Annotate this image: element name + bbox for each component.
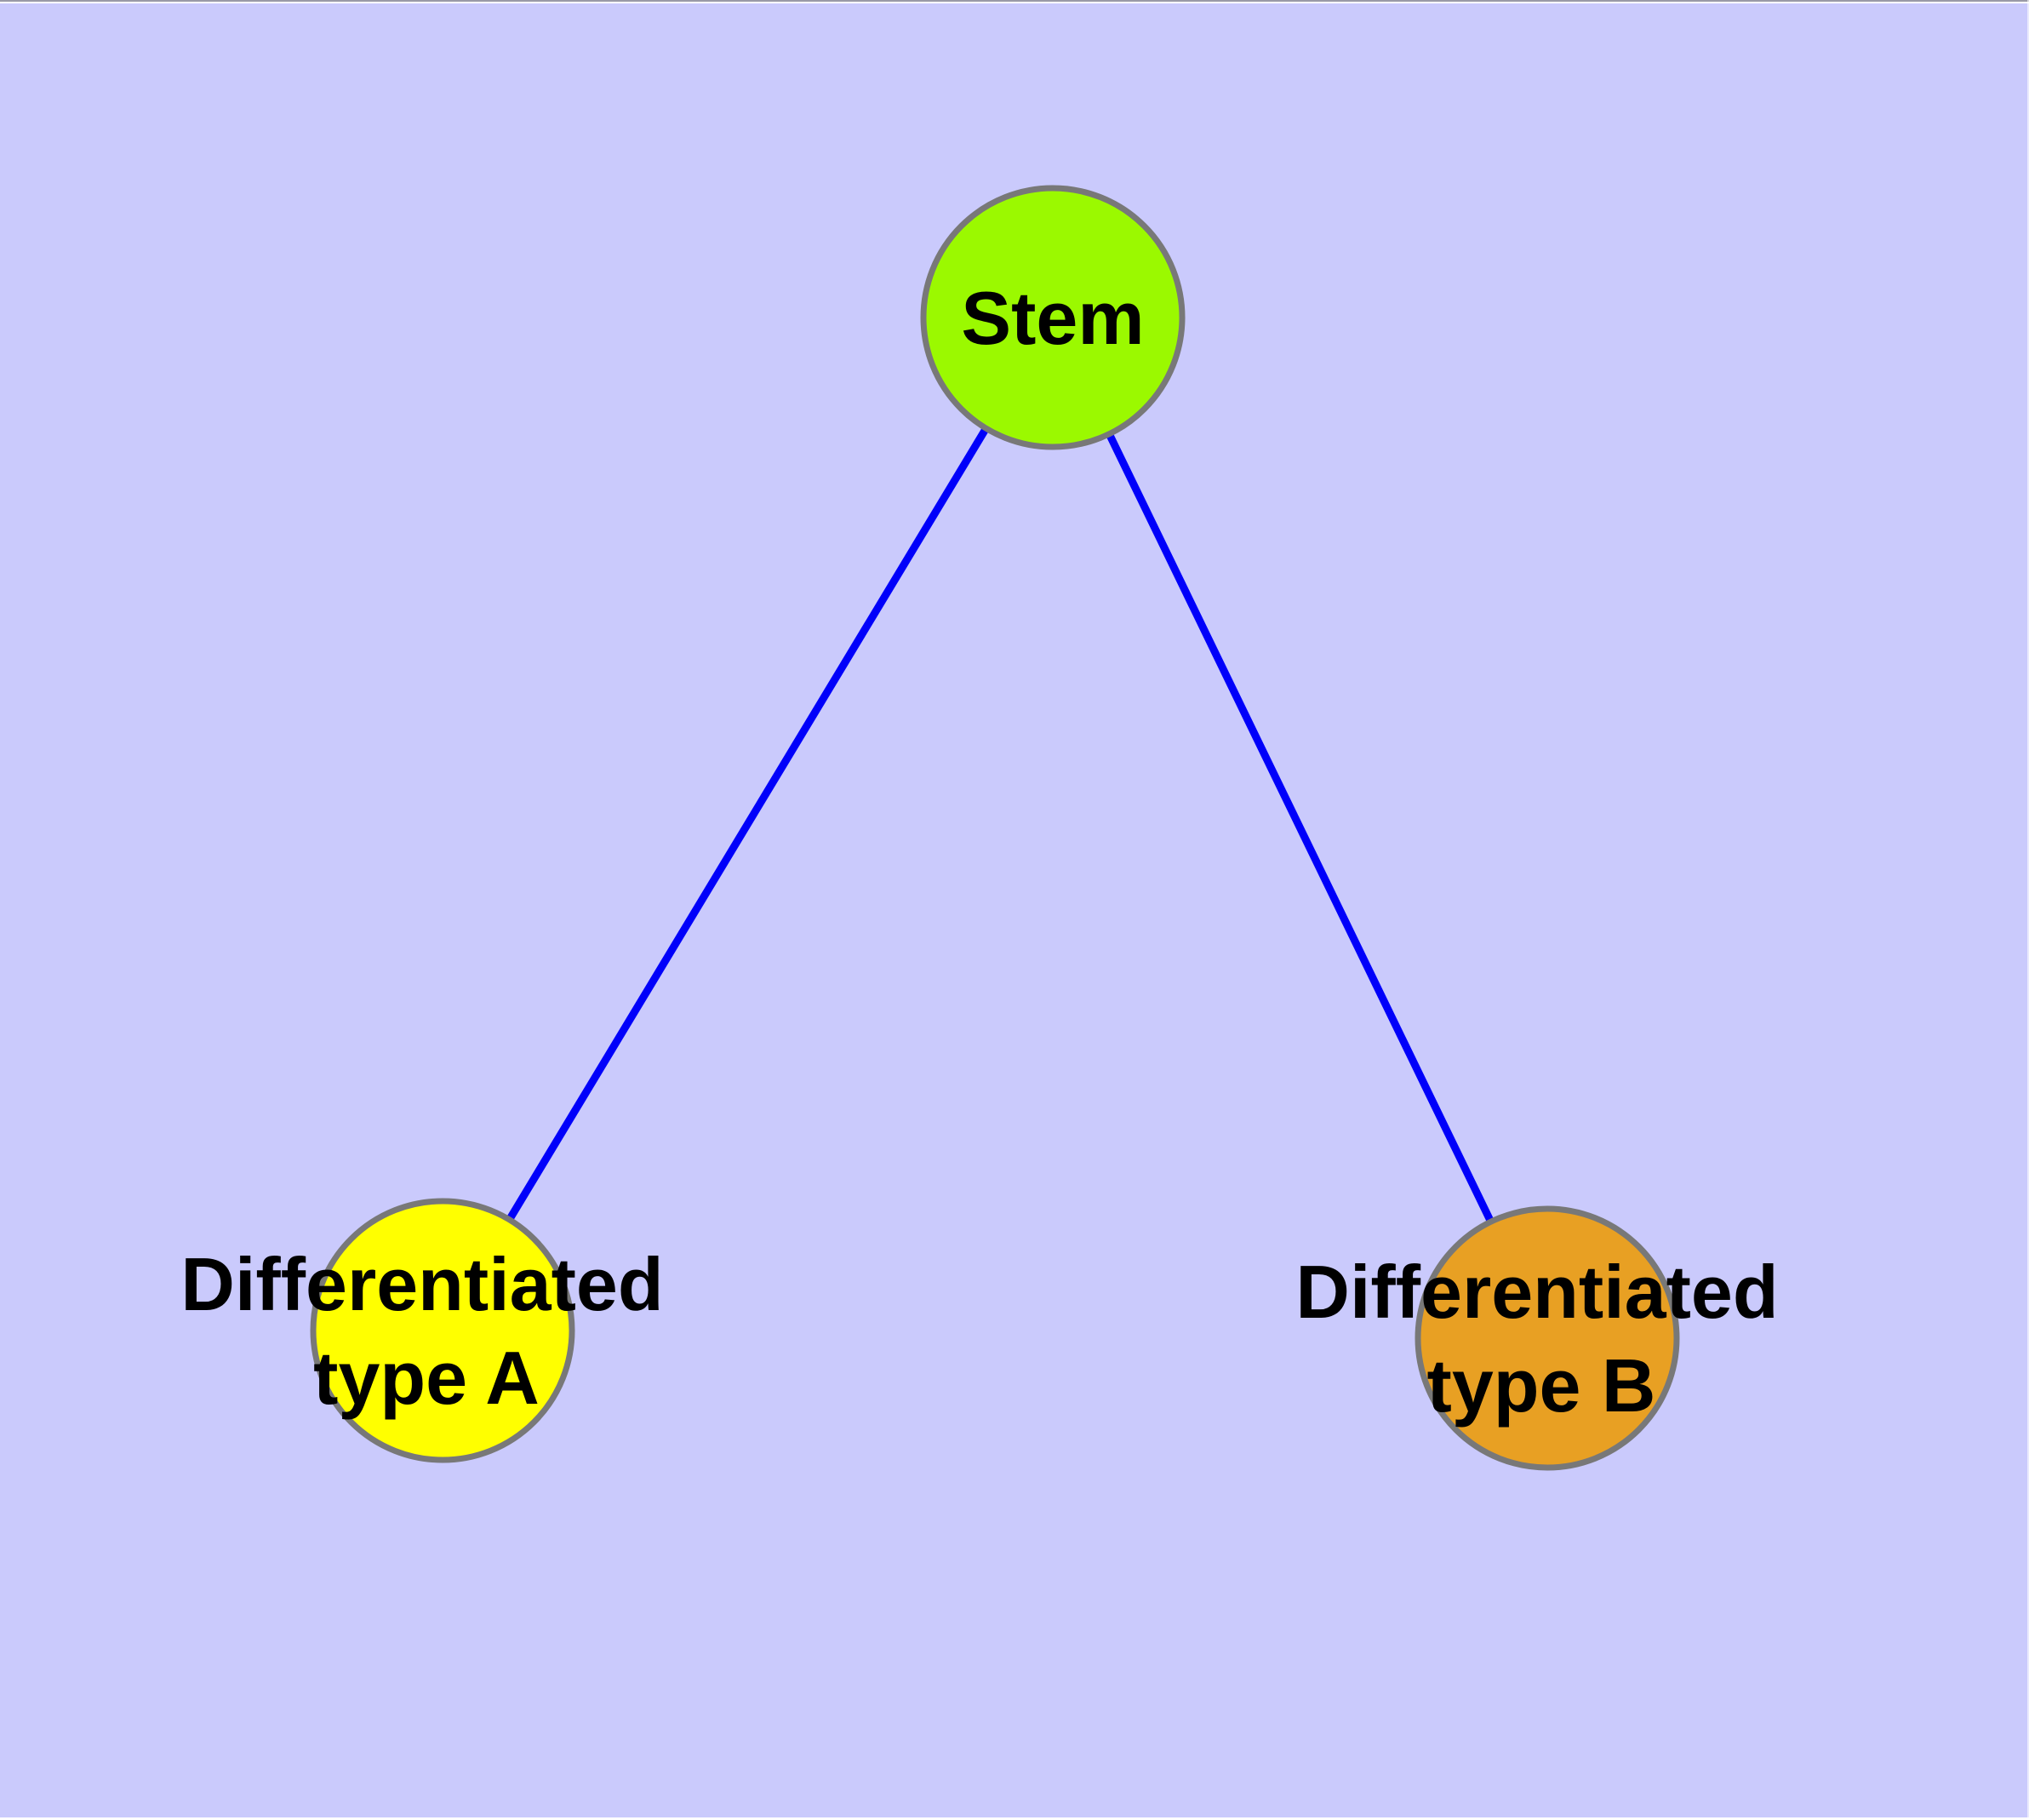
node-label-type-b-line1: Differentiated: [1295, 1250, 1778, 1334]
edge-stem-to-type-a: [439, 315, 1056, 1333]
right-margin-strip: [2027, 0, 2029, 1820]
node-label-stem: Stem: [961, 276, 1144, 360]
node-stem: [920, 185, 1186, 450]
node-label-type-a-line2: type A: [313, 1336, 540, 1420]
top-margin-strip: [0, 0, 2029, 3]
node-type-b: [1415, 1205, 1680, 1471]
edge-stem-to-type-b: [1049, 316, 1552, 1340]
bottom-margin-strip: [0, 1817, 2029, 1820]
node-label-type-a-line1: Differentiated: [180, 1242, 663, 1326]
node-label-type-b-line2: type B: [1427, 1343, 1656, 1428]
node-type-a: [310, 1198, 575, 1463]
